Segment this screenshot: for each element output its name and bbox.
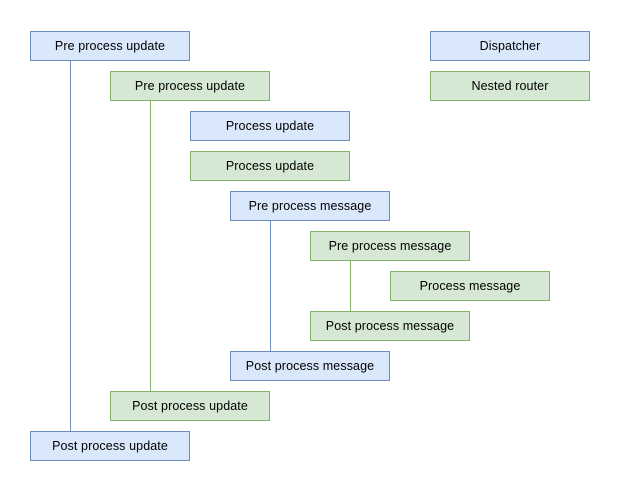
node-pre-process-message-dispatcher[interactable]: Pre process message xyxy=(230,191,390,221)
node-process-update-router[interactable]: Process update xyxy=(190,151,350,181)
connector-edge-dispatcher-update xyxy=(70,61,71,431)
node-post-process-update-dispatcher[interactable]: Post process update xyxy=(30,431,190,461)
node-process-update-dispatcher[interactable]: Process update xyxy=(190,111,350,141)
legend-item-legend-nested-router[interactable]: Nested router xyxy=(430,71,590,101)
connector-edge-router-message xyxy=(350,261,351,311)
connector-edge-router-update xyxy=(150,101,151,391)
legend-item-legend-dispatcher[interactable]: Dispatcher xyxy=(430,31,590,61)
node-post-process-message-router[interactable]: Post process message xyxy=(310,311,470,341)
connector-edge-dispatcher-message xyxy=(270,221,271,351)
node-pre-process-update-dispatcher[interactable]: Pre process update xyxy=(30,31,190,61)
node-pre-process-message-router[interactable]: Pre process message xyxy=(310,231,470,261)
node-post-process-update-router[interactable]: Post process update xyxy=(110,391,270,421)
node-pre-process-update-router[interactable]: Pre process update xyxy=(110,71,270,101)
node-post-process-message-dispatcher[interactable]: Post process message xyxy=(230,351,390,381)
node-process-message-router[interactable]: Process message xyxy=(390,271,550,301)
